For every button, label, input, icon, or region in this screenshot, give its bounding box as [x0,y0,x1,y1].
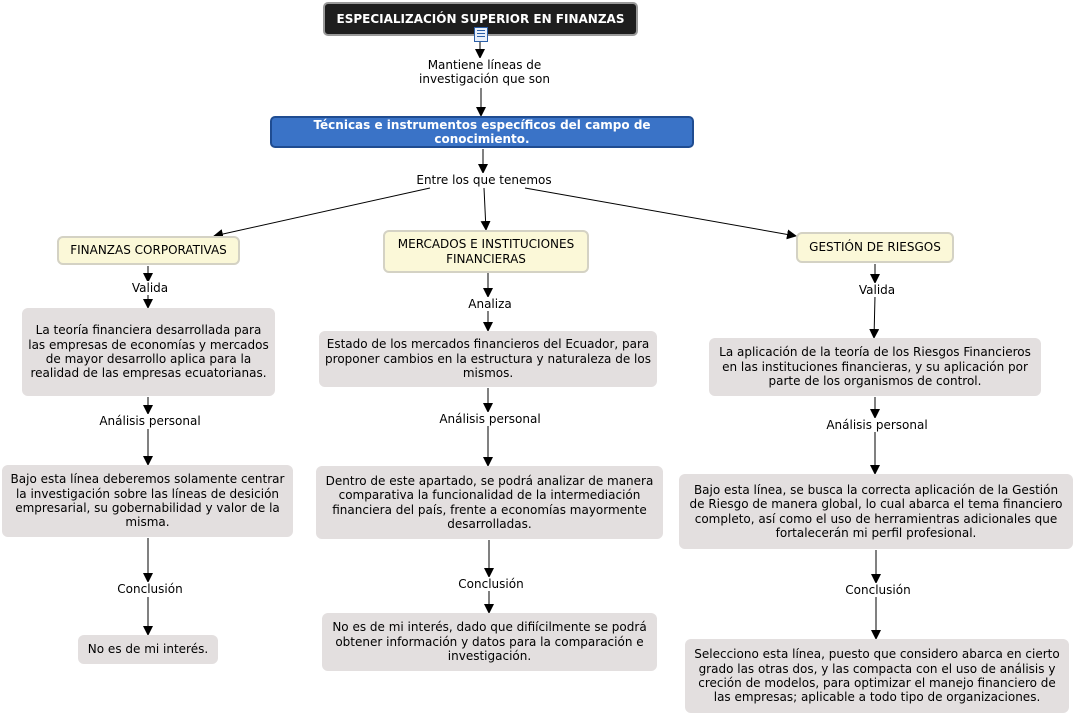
box-text: No es de mi interés. [87,642,209,657]
mercados-analisis-box[interactable]: Dentro de este apartado, se podrá analiz… [316,466,663,539]
link-label-valida: Valida [108,281,192,296]
link-label-valida: Valida [835,283,919,298]
root-node[interactable]: ESPECIALIZACIÓN SUPERIOR EN FINANZAS [323,2,638,36]
box-text: Bajo esta línea deberemos solamente cent… [10,472,285,530]
riesgos-valida-box[interactable]: La aplicación de la teoría de los Riesgo… [709,338,1041,396]
central-title: Técnicas e instrumentos específicos del … [313,117,651,146]
topic-gestion-riesgos[interactable]: GESTIÓN DE RIESGOS [796,232,954,263]
topic-title: GESTIÓN DE RIESGOS [809,240,941,255]
link-label-conclusion: Conclusión [444,577,538,592]
finanzas-analisis-box[interactable]: Bajo esta línea deberemos solamente cent… [2,465,293,537]
box-text: Selecciono esta línea, puesto que consid… [694,647,1060,705]
link-label-analisis: Análisis personal [87,414,213,429]
box-text: La aplicación de la teoría de los Riesgo… [719,345,1031,389]
topic-mercados-instituciones[interactable]: MERCADOS E INSTITUCIONES FINANCIERAS [383,230,589,273]
document-icon[interactable] [474,27,488,42]
link-label-analiza: Analiza [448,297,532,312]
mercados-conclusion-box[interactable]: No es de mi interés, dado que difiícilme… [322,613,657,671]
box-text: La teoría financiera desarrollada para l… [28,323,269,381]
box-text: Bajo esta línea, se busca la correcta ap… [689,482,1063,540]
central-node[interactable]: Técnicas e instrumentos específicos del … [270,116,694,148]
mercados-analiza-box[interactable]: Estado de los mercados financieros del E… [319,331,657,387]
finanzas-conclusion-box[interactable]: No es de mi interés. [78,635,218,664]
link-label-root: Mantiene líneas de investigación que son [410,58,559,87]
link-label-central: Entre los que tenemos [406,173,562,188]
box-text: Estado de los mercados financieros del E… [325,337,651,381]
link-label-analisis: Análisis personal [427,412,553,427]
box-text: No es de mi interés, dado que difiícilme… [332,620,647,664]
topic-title: MERCADOS E INSTITUCIONES FINANCIERAS [397,237,575,266]
finanzas-valida-box[interactable]: La teoría financiera desarrollada para l… [22,308,275,396]
link-label-conclusion: Conclusión [103,582,197,597]
riesgos-analisis-box[interactable]: Bajo esta línea, se busca la correcta ap… [679,474,1073,549]
box-text: Dentro de este apartado, se podrá analiz… [325,473,654,531]
riesgos-conclusion-box[interactable]: Selecciono esta línea, puesto que consid… [685,639,1069,713]
topic-finanzas-corporativas[interactable]: FINANZAS CORPORATIVAS [57,236,240,265]
root-title: ESPECIALIZACIÓN SUPERIOR EN FINANZAS [336,11,625,26]
link-label-conclusion: Conclusión [831,583,925,598]
topic-title: FINANZAS CORPORATIVAS [70,243,227,258]
link-label-analisis: Análisis personal [814,418,940,433]
